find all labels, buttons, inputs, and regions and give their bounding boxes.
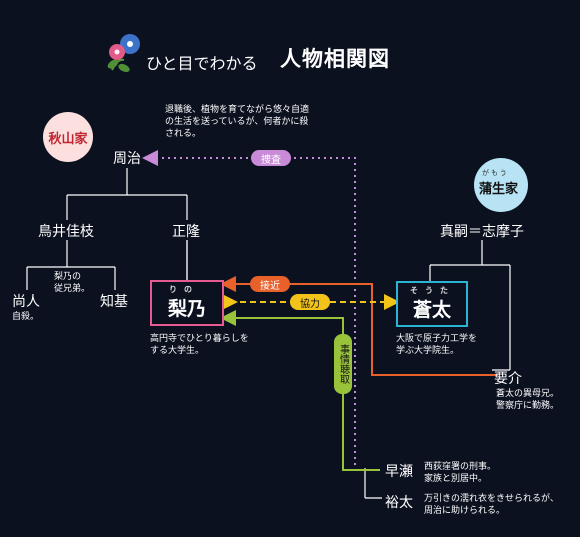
person-seiryu: 正隆: [172, 224, 200, 240]
person-torii-yoshie: 鳥井佳枝: [38, 224, 94, 240]
sousa-label: 捜査: [251, 150, 291, 166]
yosuke-note: 蒼太の異母兄。 警察庁に勤務。: [496, 389, 560, 411]
person-yuta: 裕太: [385, 495, 413, 511]
sousa-line: [142, 150, 356, 465]
gamou-ruby: がもう: [482, 169, 509, 177]
rino-name: 梨乃: [167, 297, 206, 320]
person-makoto-shimako: 真嗣＝志摩子: [440, 224, 524, 240]
person-tomomoto: 知基: [100, 294, 128, 310]
souta-ruby: そうた: [410, 285, 455, 295]
person-hayase: 早瀬: [385, 464, 413, 480]
akiyama-family-badge: 秋山家: [43, 112, 93, 162]
header-title: 人物相関図: [280, 47, 390, 71]
sekkin-line: [220, 276, 498, 376]
yuta-note: 万引きの濡れ衣をきせられるが、 周治に助けられる。: [424, 494, 559, 516]
person-shuji: 周治: [113, 151, 141, 167]
shuji-note: 退職後、植物を育てながら悠々自適 の生活を送っているが、何者かに殺 される。: [165, 105, 310, 139]
person-rino-box: りの 梨乃: [150, 280, 224, 326]
kyouryoku-label: 協力: [290, 294, 330, 310]
rino-note: 高円寺でひとり暮らしを する大学生。: [150, 334, 249, 356]
hayase-note: 西荻窪署の刑事。 家族と別居中。: [424, 462, 497, 484]
naoto-note: 自殺。: [12, 312, 40, 322]
souta-note: 大阪で原子力工学を 学ぶ大学院生。: [396, 334, 478, 356]
cousins-note: 梨乃の 従兄弟。: [54, 272, 91, 294]
rino-ruby: りの: [169, 284, 199, 294]
gamou-family-badge: がもう 蒲生家: [474, 158, 528, 212]
person-souta-box: そうた 蒼太: [396, 281, 468, 327]
person-naoto: 尚人: [12, 294, 40, 310]
header-subtitle: ひと目でわかる: [146, 54, 258, 73]
chousyu-label: 事情聴取: [334, 334, 352, 394]
family-tree-lines: [26, 168, 511, 499]
person-yosuke: 要介: [494, 371, 522, 387]
chousyu-line: [220, 310, 380, 471]
morning-glory-icon: [104, 30, 146, 74]
sekkin-label: 接近: [250, 276, 290, 292]
souta-name: 蒼太: [412, 298, 451, 321]
gamou-label: 蒲生家: [479, 182, 519, 197]
